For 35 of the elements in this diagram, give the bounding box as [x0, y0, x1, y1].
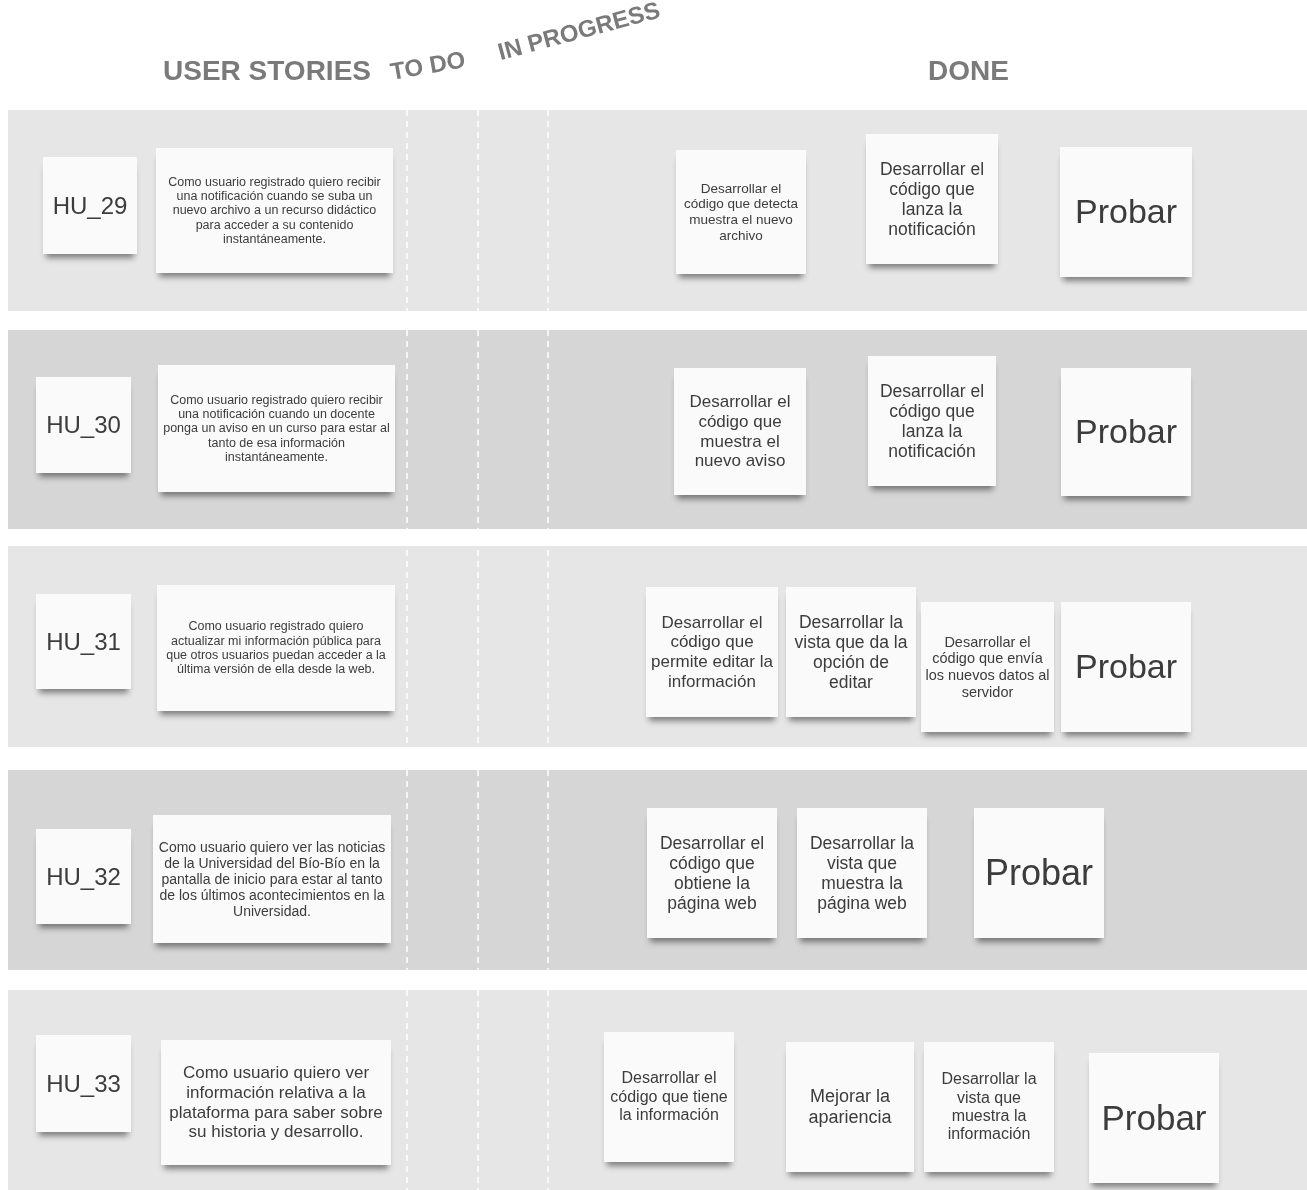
sticky-note: Desarrollar el código que obtiene la página web [647, 808, 777, 938]
sticky-note: HU_33 [36, 1035, 131, 1132]
swimlane-band [8, 330, 1307, 529]
swimlane-band [8, 990, 1307, 1190]
sticky-note: Probar [1061, 602, 1191, 732]
sticky-note: Probar [1061, 368, 1191, 496]
sticky-note: Desarrollar la vista que muestra la información [924, 1042, 1054, 1172]
sticky-note: Mejorar la apariencia [786, 1042, 914, 1172]
column-header: TO DO [388, 45, 468, 86]
swimlane-band [8, 110, 1307, 311]
sticky-note: Probar [974, 808, 1104, 938]
sticky-note: HU_30 [36, 377, 131, 473]
sticky-note: Como usuario registrado quiero recibir una notificación cuando se suba un nuevo archivo a un recurso didáctico para acceder a su contenido instantáneamente. [156, 148, 393, 273]
sticky-note: HU_29 [43, 157, 137, 254]
column-header: USER STORIES [163, 55, 371, 87]
column-header: DONE [928, 55, 1009, 87]
sticky-note: Desarrollar el código que tiene la información [604, 1032, 734, 1162]
sticky-note: Como usuario quiero ver información relativa a la plataforma para saber sobre su historia y desarrollo. [161, 1040, 391, 1165]
sticky-note: Desarrollar el código que lanza la notificación [868, 356, 996, 486]
sticky-note: HU_32 [36, 829, 131, 924]
sticky-note: Desarrollar la vista que da la opción de editar [786, 587, 916, 717]
swimlane-band [8, 770, 1307, 970]
sticky-note: Desarrollar el código que detecta muestra el nuevo archivo [676, 150, 806, 274]
sticky-note: Como usuario quiero ver las noticias de la Universidad del Bío-Bío en la pantalla de inicio para estar al tanto de los últimos acontecimientos en la Universidad. [153, 815, 391, 943]
swimlane-band [8, 546, 1307, 747]
sticky-note: Desarrollar el código que permite editar la información [646, 587, 778, 717]
sticky-note: Probar [1089, 1053, 1219, 1183]
sticky-note: Desarrollar el código que lanza la notificación [866, 134, 998, 264]
sticky-note: HU_31 [36, 594, 131, 689]
sticky-note: Como usuario registrado quiero actualizar mi información pública para que otros usuarios puedan acceder a la última versión de ella desde la web. [157, 585, 395, 711]
sticky-note: Como usuario registrado quiero recibir una notificación cuando un docente ponga un aviso en un curso para estar al tanto de esa información instantáneamente. [158, 365, 395, 492]
sticky-note: Desarrollar el código que muestra el nuevo aviso [674, 368, 806, 495]
sticky-note: Desarrollar el código que envía los nuevos datos al servidor [921, 602, 1054, 732]
sticky-note: Probar [1060, 147, 1192, 277]
sticky-note: Desarrollar la vista que muestra la página web [797, 808, 927, 938]
